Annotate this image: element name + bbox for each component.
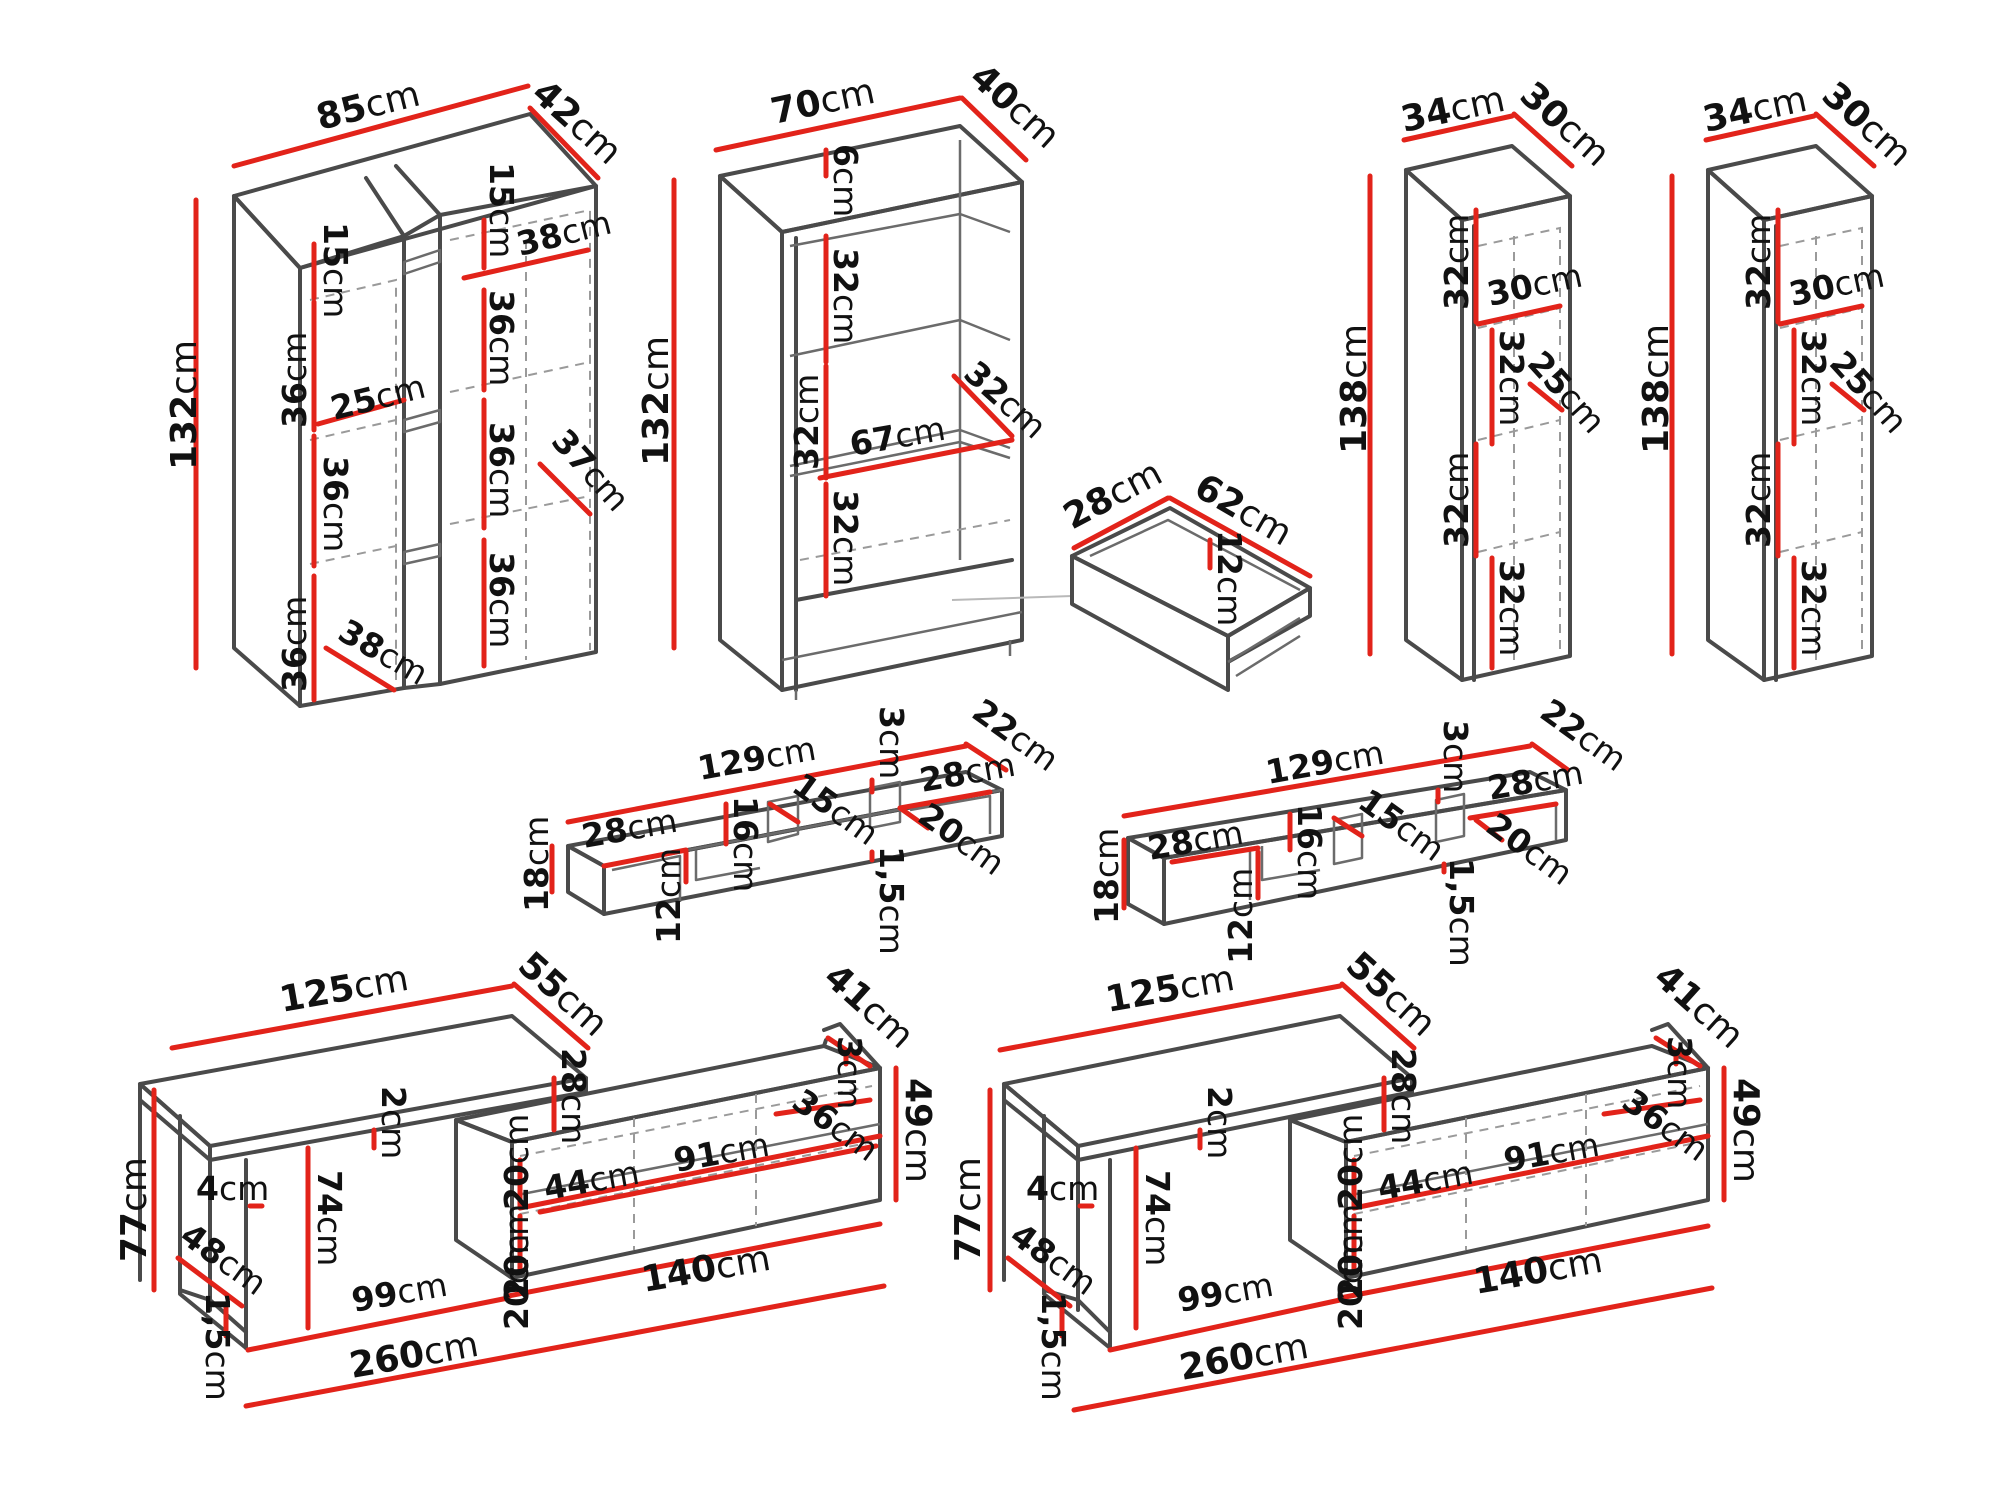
label-desk2-3: 3cm <box>1660 1036 1699 1109</box>
label-cab2-32b: 32cm <box>787 374 826 470</box>
label-cab1-r36c: 36cm <box>482 552 521 648</box>
label-col1-30: 30cm <box>1484 256 1586 314</box>
label-col2-32c: 32cm <box>1739 452 1778 548</box>
label-cab1-15: 15cm <box>316 222 355 318</box>
label-col1-32b: 32cm <box>1492 330 1531 426</box>
label-desk1-49: 49cm <box>897 1078 938 1183</box>
label-wall2-12: 12cm <box>1221 868 1260 964</box>
label-cab1-36c: 36cm <box>275 596 314 692</box>
label-wall1-28a: 28cm <box>579 801 681 856</box>
label-desk1-4: 4cm <box>196 1169 269 1208</box>
label-desk2-49: 49cm <box>1725 1078 1766 1183</box>
label-wall2-16: 16cm <box>1290 804 1329 900</box>
label-cab2-height: 132cm <box>636 336 677 466</box>
label-cab2-32c: 32cm <box>826 490 865 586</box>
cabinet-1-drawing <box>193 83 601 708</box>
label-desk1-20a: 20cm <box>497 1114 536 1210</box>
label-col1-25: 25cm <box>1520 343 1613 441</box>
label-cab2-67: 67cm <box>847 409 949 464</box>
label-desk1-height: 77cm <box>114 1157 155 1262</box>
label-wall1-height: 18cm <box>517 816 556 912</box>
label-cab2-6: 6cm <box>826 144 865 217</box>
label-col2-32a: 32cm <box>1739 214 1778 310</box>
label-col2-32d: 32cm <box>1794 560 1833 656</box>
label-desk1-260: 260cm <box>346 1324 481 1387</box>
column-2-drawing <box>1669 111 1877 682</box>
label-desk2-91: 91cm <box>1501 1125 1603 1180</box>
label-desk1-74: 74cm <box>310 1170 349 1266</box>
label-drawer-height: 12cm <box>1210 530 1249 626</box>
label-col2-32b: 32cm <box>1794 330 1833 426</box>
label-desk2-260: 260cm <box>1176 1326 1311 1389</box>
label-desk2-20b: 20cm <box>1331 1204 1370 1300</box>
label-desk2-20c: 20cm <box>1331 1234 1370 1330</box>
cabinet-2-drawing <box>671 95 1029 700</box>
label-wall2-28b: 28cm <box>1485 753 1587 808</box>
label-col2-30: 30cm <box>1786 256 1888 314</box>
label-desk2-2: 2cm <box>1200 1086 1239 1159</box>
label-cab1-height: 132cm <box>164 340 205 470</box>
label-cab2-32a: 32cm <box>826 248 865 344</box>
label-cab2-width: 70cm <box>767 71 878 133</box>
label-col1-32a: 32cm <box>1437 214 1476 310</box>
label-desk1-91: 91cm <box>671 1125 773 1180</box>
label-desk1-width: 125cm <box>276 958 411 1021</box>
label-desk2-28: 28cm <box>1384 1048 1423 1144</box>
label-desk2-74: 74cm <box>1138 1170 1177 1266</box>
dimension-labels: 85cm 42cm 132cm 15cm 36cm 25cm 36cm 36cm… <box>114 56 1919 1401</box>
label-desk2-99: 99cm <box>1175 1265 1277 1320</box>
drawer-drawing <box>951 495 1313 692</box>
label-col2-25: 25cm <box>1822 343 1915 441</box>
label-desk2-44: 44cm <box>1375 1153 1477 1208</box>
wall-shelf-1-drawing <box>549 741 1009 916</box>
label-desk1-2: 2cm <box>374 1086 413 1159</box>
label-wall1-16: 16cm <box>726 796 765 892</box>
desk-set-1-drawing <box>138 981 899 1409</box>
label-desk1-3: 3cm <box>830 1036 869 1109</box>
label-wall1-12: 12cm <box>649 848 688 944</box>
wall-shelf-2-drawing <box>1121 741 1571 926</box>
label-cab1-r15: 15cm <box>482 162 521 258</box>
label-wall1-1-5: 1,5cm <box>872 846 911 955</box>
label-desk2-20a: 20cm <box>1331 1114 1370 1210</box>
label-desk1-28: 28cm <box>554 1048 593 1144</box>
label-desk2-1-5: 1,5cm <box>1034 1292 1073 1401</box>
column-1-drawing <box>1367 111 1575 682</box>
label-desk2-height: 77cm <box>948 1157 989 1262</box>
label-col1-height: 138cm <box>1334 324 1375 454</box>
label-desk1-20b: 20cm <box>497 1204 536 1300</box>
label-desk1-1-5: 1,5cm <box>198 1292 237 1401</box>
label-wall2-28a: 28cm <box>1145 813 1247 868</box>
label-desk2-48: 48cm <box>1003 1215 1104 1303</box>
label-cab1-r36b: 36cm <box>482 422 521 518</box>
label-desk1-20c: 20cm <box>497 1234 536 1330</box>
label-wall2-3: 3cm <box>1436 720 1475 793</box>
label-col1-32d: 32cm <box>1492 560 1531 656</box>
label-col1-32c: 32cm <box>1437 452 1476 548</box>
label-cab1-36a: 36cm <box>275 332 314 428</box>
label-wall1-28b: 28cm <box>917 745 1019 800</box>
label-wall2-height: 18cm <box>1087 828 1126 924</box>
label-wall2-1-5: 1,5cm <box>1442 858 1481 967</box>
desk-set-2-drawing <box>987 981 1727 1413</box>
label-desk1-44: 44cm <box>541 1153 643 1208</box>
label-desk2-4: 4cm <box>1026 1169 1099 1208</box>
label-cab1-36b: 36cm <box>316 456 355 552</box>
label-desk1-99: 99cm <box>349 1265 451 1320</box>
label-wall1-3: 3cm <box>872 706 911 779</box>
label-cab1-r36a: 36cm <box>482 290 521 386</box>
label-cab1-25: 25cm <box>327 367 430 428</box>
label-desk2-140: 140cm <box>1470 1240 1605 1303</box>
label-col2-height: 138cm <box>1636 324 1677 454</box>
